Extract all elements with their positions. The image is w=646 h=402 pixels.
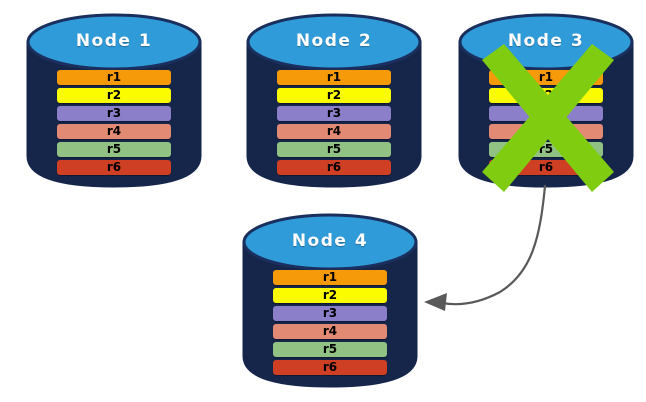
node-1-row-r1[interactable]: r1: [57, 70, 171, 85]
row-label: r1: [322, 270, 338, 284]
row-label: r6: [538, 160, 554, 174]
node-1-row-r3[interactable]: r3: [57, 106, 171, 121]
node-1-rows: r1 r2 r3 r4 r5 r6: [24, 70, 204, 178]
row-label: r2: [106, 88, 122, 102]
row-label: r4: [106, 124, 122, 138]
row-label: r4: [322, 324, 338, 338]
row-label: r6: [322, 360, 338, 374]
node-2-row-r6[interactable]: r6: [277, 160, 391, 175]
row-label: r1: [538, 70, 554, 84]
row-label: r4: [538, 124, 554, 138]
node-4-row-r1[interactable]: r1: [273, 270, 387, 285]
row-label: r2: [322, 288, 338, 302]
row-label: r6: [326, 160, 342, 174]
node-2[interactable]: Node 2 r1 r2 r3 r4 r5 r6: [244, 8, 424, 190]
node-3-row-r2[interactable]: r2: [489, 88, 603, 103]
row-label: r5: [322, 342, 338, 356]
node-3-row-r1[interactable]: r1: [489, 70, 603, 85]
row-label: r3: [326, 106, 342, 120]
node-4-row-r5[interactable]: r5: [273, 342, 387, 357]
node-4-row-r2[interactable]: r2: [273, 288, 387, 303]
row-label: r2: [326, 88, 342, 102]
node-1-row-r5[interactable]: r5: [57, 142, 171, 157]
row-label: r5: [106, 142, 122, 156]
row-label: r5: [326, 142, 342, 156]
node-4-rows: r1 r2 r3 r4 r5 r6: [240, 270, 420, 378]
node-3-row-r5[interactable]: r5: [489, 142, 603, 157]
node-3-row-r6[interactable]: r6: [489, 160, 603, 175]
node-3-row-r3[interactable]: r3: [489, 106, 603, 121]
node-1[interactable]: Node 1 r1 r2 r3 r4 r5 r6: [24, 8, 204, 190]
row-label: r1: [326, 70, 342, 84]
row-label: r1: [106, 70, 122, 84]
row-label: r4: [326, 124, 342, 138]
row-label: r3: [106, 106, 122, 120]
node-2-row-r1[interactable]: r1: [277, 70, 391, 85]
node-2-row-r4[interactable]: r4: [277, 124, 391, 139]
row-label: r2: [538, 88, 554, 102]
node-1-row-r4[interactable]: r4: [57, 124, 171, 139]
node-4[interactable]: Node 4 r1 r2 r3 r4 r5 r6: [240, 208, 420, 390]
node-3-row-r4[interactable]: r4: [489, 124, 603, 139]
row-label: r3: [538, 106, 554, 120]
node-1-row-r6[interactable]: r6: [57, 160, 171, 175]
node-3-rows: r1 r2 r3 r4 r5 r6: [456, 70, 636, 178]
node-2-row-r2[interactable]: r2: [277, 88, 391, 103]
node-4-row-r4[interactable]: r4: [273, 324, 387, 339]
row-label: r6: [106, 160, 122, 174]
node-4-row-r3[interactable]: r3: [273, 306, 387, 321]
node-4-row-r6[interactable]: r6: [273, 360, 387, 375]
node-2-row-r3[interactable]: r3: [277, 106, 391, 121]
node-2-row-r5[interactable]: r5: [277, 142, 391, 157]
node-2-rows: r1 r2 r3 r4 r5 r6: [244, 70, 424, 178]
row-label: r5: [538, 142, 554, 156]
node-1-row-r2[interactable]: r2: [57, 88, 171, 103]
row-label: r3: [322, 306, 338, 320]
node-3[interactable]: Node 3 r1 r2 r3 r4 r5 r6: [456, 8, 636, 192]
arrowhead-icon: [424, 293, 447, 311]
